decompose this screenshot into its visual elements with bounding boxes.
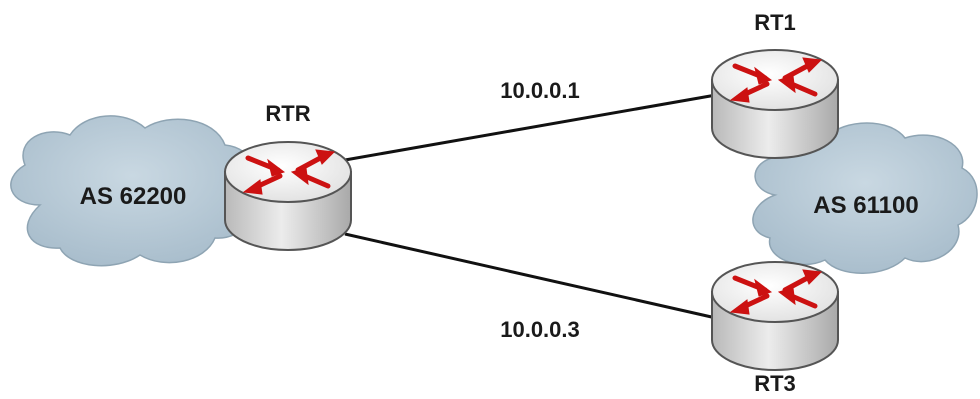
link-rtr-rt3 [344,232,717,320]
router-label-rt3: RT3 [754,371,796,396]
router-rtr [225,142,351,250]
link-label-10-0-0-1: 10.0.0.1 [500,78,580,103]
router-label-rt1: RT1 [754,10,796,35]
router-rt3 [712,262,838,370]
link-label-10-0-0-3: 10.0.0.3 [500,317,580,342]
router-rt1 [712,50,838,158]
as-61100-cloud: AS 61100 [752,122,978,274]
cloud-label-as-62200: AS 62200 [80,183,187,210]
link-rtr-rt1 [344,93,717,162]
cloud-label-as-61100: AS 61100 [813,192,918,219]
router-label-rtr: RTR [265,101,310,126]
as-62200-cloud: AS 62200 [10,115,255,267]
